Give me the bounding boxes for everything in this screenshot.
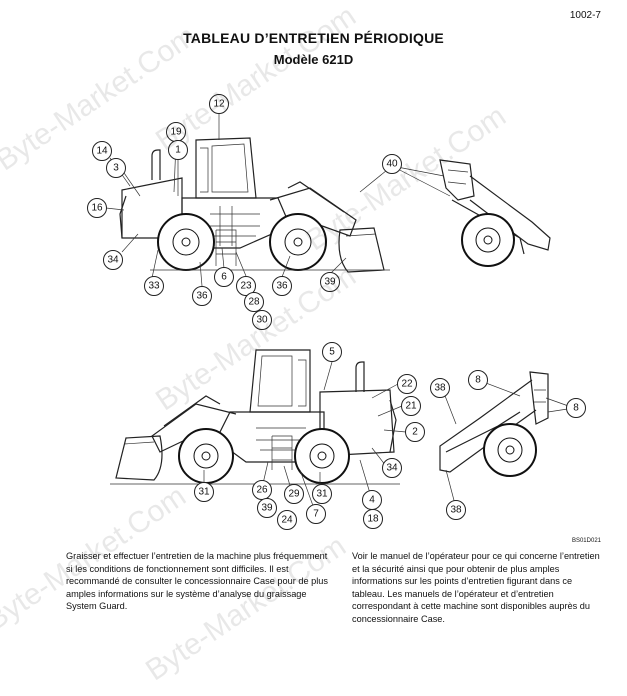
svg-text:23: 23 [240, 281, 252, 292]
callout-33: 33 [144, 276, 164, 296]
callout-36b: 36 [272, 276, 292, 296]
svg-text:36: 36 [276, 281, 288, 292]
svg-text:16: 16 [91, 203, 103, 214]
page-number: 1002-7 [569, 10, 601, 21]
svg-text:36: 36 [196, 291, 208, 302]
callout-34: 34 [103, 250, 123, 270]
callout-5: 5 [322, 342, 342, 362]
callout-8b: 8 [566, 398, 586, 418]
svg-text:30: 30 [256, 315, 268, 326]
front-linkage-detail-bottom [439, 371, 549, 477]
callout-29: 29 [284, 484, 304, 504]
svg-text:31: 31 [198, 487, 210, 498]
callout-39: 39 [320, 272, 340, 292]
callout-16: 16 [87, 198, 107, 218]
svg-text:8: 8 [573, 403, 579, 414]
loader-side-view-right [119, 137, 390, 273]
svg-text:3: 3 [113, 163, 119, 174]
page-title: TABLEAU D’ENTRETIEN PÉRIODIQUE [183, 30, 444, 46]
callout-36: 36 [192, 286, 212, 306]
svg-text:38: 38 [450, 505, 462, 516]
loader-side-view-left [110, 349, 400, 485]
callout-28: 28 [244, 292, 264, 312]
svg-text:38: 38 [434, 383, 446, 394]
callout-38b: 38 [446, 500, 466, 520]
callout-38: 38 [430, 378, 450, 398]
callout-21: 21 [401, 396, 421, 416]
svg-text:31: 31 [316, 489, 328, 500]
svg-text:18: 18 [367, 514, 379, 525]
svg-text:5: 5 [329, 347, 335, 358]
callout-30: 30 [252, 310, 272, 330]
callout-26: 26 [252, 480, 272, 500]
callout-18: 18 [363, 509, 383, 529]
callout-8: 8 [468, 370, 488, 390]
callout-4: 4 [362, 490, 382, 510]
svg-text:33: 33 [148, 281, 160, 292]
paragraph-left: Graisser et effectuer l’entretien de la … [66, 551, 328, 612]
callout-22: 22 [397, 374, 417, 394]
callout-39b: 39 [257, 498, 277, 518]
callout-14: 14 [92, 141, 112, 161]
svg-text:21: 21 [405, 401, 417, 412]
svg-text:8: 8 [475, 375, 481, 386]
callout-34b: 34 [382, 458, 402, 478]
svg-text:40: 40 [386, 159, 398, 170]
paragraph-right: Voir le manuel de l’opérateur pour ce qu… [352, 551, 600, 624]
svg-text:1: 1 [175, 145, 181, 156]
svg-text:34: 34 [107, 255, 119, 266]
svg-text:34: 34 [386, 463, 398, 474]
front-linkage-detail-top [439, 159, 551, 267]
callout-12: 12 [209, 94, 229, 114]
svg-text:29: 29 [288, 489, 300, 500]
callout-7: 7 [306, 504, 326, 524]
callout-19: 19 [166, 122, 186, 142]
callout-6: 6 [214, 267, 234, 287]
svg-text:6: 6 [221, 272, 227, 283]
svg-text:26: 26 [256, 485, 268, 496]
callout-1: 1 [168, 140, 188, 160]
svg-text:39: 39 [261, 503, 273, 514]
callout-31b: 31 [312, 484, 332, 504]
svg-text:22: 22 [401, 379, 413, 390]
callout-23: 23 [236, 276, 256, 296]
svg-text:24: 24 [281, 515, 293, 526]
svg-text:14: 14 [96, 146, 108, 157]
callout-2: 2 [405, 422, 425, 442]
svg-text:7: 7 [313, 509, 319, 520]
callout-24: 24 [277, 510, 297, 530]
callout-3: 3 [106, 158, 126, 178]
callout-40: 40 [382, 154, 402, 174]
svg-text:28: 28 [248, 297, 260, 308]
svg-text:39: 39 [324, 277, 336, 288]
callout-31: 31 [194, 482, 214, 502]
svg-text:12: 12 [213, 99, 225, 110]
figure-code: BS01D021 [571, 538, 601, 544]
svg-text:2: 2 [412, 427, 418, 438]
svg-text:19: 19 [170, 127, 182, 138]
page-subtitle: Modèle 621D [273, 52, 354, 67]
svg-text:4: 4 [369, 495, 375, 506]
